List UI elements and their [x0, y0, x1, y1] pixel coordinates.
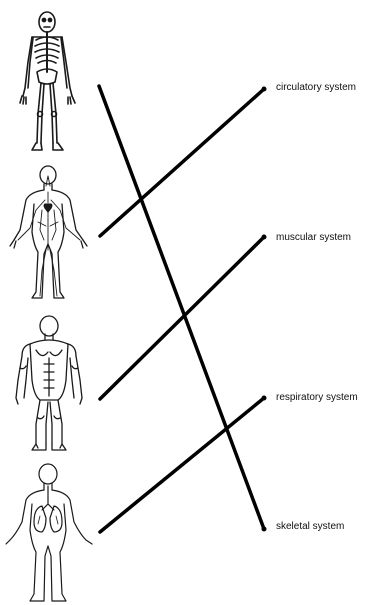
- respiratory-figure: [6, 464, 92, 601]
- connector-skeleton-to-skeletal: [99, 86, 264, 529]
- label-respiratory-system: respiratory system: [276, 392, 358, 404]
- label-skeletal-system: skeletal system: [276, 521, 344, 533]
- label-muscular-system: muscular system: [276, 232, 351, 244]
- connector-endpoints: [262, 87, 267, 532]
- label-circulatory-system: circulatory system: [276, 82, 356, 94]
- connector-lines: [99, 86, 264, 532]
- circulatory-figure: [10, 166, 87, 298]
- skeleton-figure: [20, 12, 75, 150]
- connector-circulatory-to-circulatory: [100, 89, 264, 236]
- connector-muscular-to-muscular: [100, 237, 264, 399]
- muscular-figure: [16, 316, 82, 450]
